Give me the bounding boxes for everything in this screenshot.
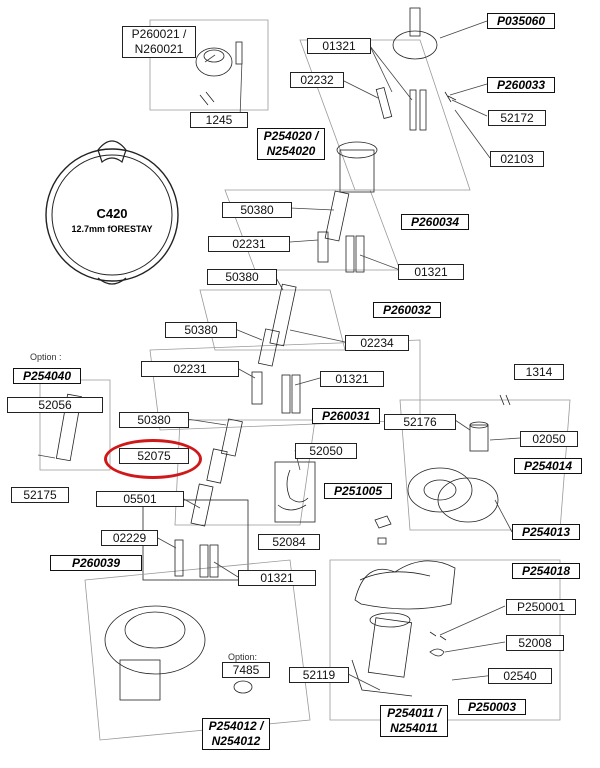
group-outline-upper (299, 39, 471, 191)
part-label-01321-top: 01321 (307, 38, 371, 54)
part-label-01321-c: 01321 (320, 371, 384, 387)
group-outline-drum (84, 559, 311, 741)
assembly-label-p035060: P035060 (487, 13, 555, 29)
fitting-7485 (233, 680, 253, 694)
halyard-swivel (392, 30, 438, 60)
assembly-label-p251005: P251005 (324, 483, 392, 499)
assembly-label-p254012: P254012 / N254012 (202, 718, 270, 750)
part-label-52172: 52172 (488, 110, 546, 126)
part-label-52176: 52176 (384, 414, 456, 430)
part-label-50380-b: 50380 (207, 269, 277, 285)
part-label-02050: 02050 (520, 431, 578, 447)
assembly-label-p250003: P250003 (458, 699, 526, 715)
part-label-p250001: P250001 (506, 599, 576, 615)
assembly-label-p254020: P254020 / N254020 (257, 128, 325, 160)
drum-p254012 (104, 605, 206, 675)
group-outline-p251005 (274, 461, 316, 523)
c420-profile (45, 148, 179, 282)
feeder (286, 469, 309, 503)
assembly-label-p254014: P254014 (514, 458, 582, 474)
assembly-label-p260034: P260034 (401, 214, 469, 230)
part-label-1314: 1314 (514, 364, 564, 380)
foil-section-b (257, 328, 280, 367)
group-outline-rods (199, 289, 346, 351)
foil-section-c (220, 418, 243, 457)
option-note-bottom: Option: (228, 652, 258, 662)
option-rod (55, 393, 82, 462)
c420-slot (97, 140, 127, 164)
part-label-7485: 7485 (222, 662, 270, 678)
foil-section-e (190, 483, 214, 527)
part-label-52084: 52084 (258, 534, 320, 550)
part-label-02234: 02234 (345, 335, 409, 351)
part-label-52056: 52056 (7, 397, 103, 413)
part-label-02103: 02103 (490, 151, 544, 167)
foil-section-a (269, 283, 297, 347)
part-label-50380-d: 50380 (119, 412, 189, 428)
part-label-05501: 05501 (96, 491, 184, 507)
group-outline-p260039 (142, 499, 249, 581)
part-label-02229: 02229 (101, 530, 158, 546)
group-outline-foil (174, 419, 316, 526)
assembly-label-p254011: P254011 / N254011 (380, 705, 448, 737)
group-outline-option (39, 379, 111, 471)
part-label-02540: 02540 (488, 668, 552, 684)
part-label-p260021: P260021 / N260021 (122, 26, 196, 58)
assembly-label-p260032: P260032 (373, 302, 441, 318)
option-note-left: Option : (30, 352, 62, 362)
tack-body (367, 617, 413, 678)
assembly-label-p254013: P254013 (512, 524, 580, 540)
part-label-50380-c: 50380 (165, 322, 237, 338)
part-label-1245: 1245 (190, 112, 248, 128)
part-label-52050: 52050 (295, 443, 357, 459)
foil-section-d (206, 448, 228, 484)
part-label-52175: 52175 (11, 487, 69, 503)
part-label-02231-b: 02231 (141, 361, 239, 377)
profile-title: C420 (96, 206, 128, 221)
part-label-02231-a: 02231 (208, 236, 290, 252)
highlight-52075 (104, 439, 202, 479)
part-label-01321-d: 01321 (238, 570, 316, 586)
group-outline-top (149, 19, 269, 111)
guard-p254018 (354, 560, 456, 610)
part-label-52008: 52008 (506, 635, 564, 651)
assembly-label-p254018: P254018 (512, 563, 580, 579)
drum-p254013 (407, 467, 473, 513)
part-label-01321-b: 01321 (398, 264, 464, 280)
part-label-52119: 52119 (289, 667, 349, 683)
part-label-50380-a: 50380 (222, 202, 292, 218)
top-swivel (195, 47, 233, 77)
bushing-p254014 (469, 424, 489, 452)
group-outline-base (329, 559, 561, 721)
assembly-label-p260033: P260033 (487, 77, 555, 93)
swivel-body (339, 149, 375, 193)
part-label-02232: 02232 (290, 72, 344, 88)
assembly-label-p254040: P254040 (13, 368, 81, 384)
profile-subtitle: 12.7mm fORESTAY (71, 224, 153, 234)
connector-02231-a (317, 231, 329, 263)
assembly-label-p260031: P260031 (312, 408, 380, 424)
assembly-label-p260039: P260039 (50, 555, 142, 571)
